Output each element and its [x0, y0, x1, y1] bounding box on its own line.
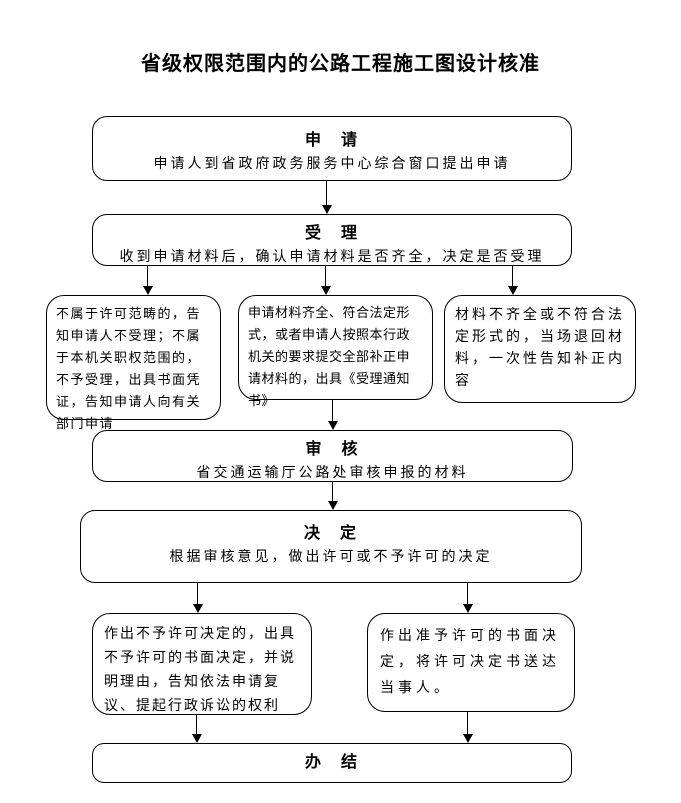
arrow-accept-to-branch-right [508, 266, 518, 295]
node-branch-not-accepted-body: 不属于许可范畴的，告知申请人不受理；不属于本机关职权范围的，不予受理，出具书面凭… [56, 307, 202, 432]
arrowhead-down-icon [463, 734, 473, 743]
arrow-line [326, 181, 328, 207]
node-apply-header: 申 请 [304, 130, 359, 149]
node-grant-decision-body: 作出准予许可的书面决定，将许可决定书送达当事人。 [380, 628, 560, 696]
arrow-line [147, 266, 149, 288]
node-branch-accepted-body: 申请材料齐全、符合法定形式，或者申请人按照本行政机关的要求提交全部补正申请材料的… [248, 306, 411, 409]
arrowhead-down-icon [143, 286, 153, 295]
arrowhead-down-icon [322, 205, 332, 214]
node-review-header: 审 核 [305, 439, 360, 458]
arrow-grant-to-finish [463, 712, 473, 743]
arrow-decide-to-deny [193, 583, 203, 613]
arrowhead-down-icon [328, 421, 338, 430]
node-branch-incomplete-materials-body: 材料不齐全或不符合法定形式的，当场退回材料，一次性告知补正内容 [455, 307, 625, 389]
node-decide-header: 决 定 [303, 523, 358, 542]
arrowhead-down-icon [192, 734, 202, 743]
arrowhead-down-icon [193, 604, 203, 613]
node-accept-body: 收到申请材料后，确认申请材料是否齐全，决定是否受理 [119, 249, 545, 265]
node-review-body: 省交通运输厅公路处审核申报的材料 [196, 465, 469, 481]
arrow-review-to-decide [328, 482, 338, 510]
node-grant-decision: 作出准予许可的书面决定，将许可决定书送达当事人。 [367, 613, 575, 712]
arrowhead-down-icon [508, 286, 518, 295]
arrow-apply-to-accept [322, 181, 332, 214]
arrowhead-down-icon [321, 286, 331, 295]
arrow-accept-to-branch-left [143, 266, 153, 295]
node-deny-decision: 作出不予许可决定的，出具不予许可的书面决定，并说明理由，告知依法申请复议、提起行… [92, 613, 312, 715]
node-apply-body: 申请人到省政府政务服务中心综合窗口提出申请 [153, 156, 511, 172]
arrowhead-down-icon [463, 604, 473, 613]
arrowhead-down-icon [328, 501, 338, 510]
arrow-deny-to-finish [192, 715, 202, 743]
node-accept-header: 受 理 [304, 223, 359, 242]
arrow-line [467, 712, 469, 736]
arrow-line [467, 583, 469, 606]
arrow-line [197, 583, 199, 606]
arrow-line [325, 266, 327, 288]
node-deny-decision-body: 作出不予许可决定的，出具不予许可的书面决定，并说明理由，告知依法申请复议、提起行… [104, 626, 296, 714]
arrow-branch-middle-to-review [328, 400, 338, 430]
node-decide: 决 定 根据审核意见，做出许可或不予许可的决定 [80, 510, 582, 583]
node-branch-not-accepted: 不属于许可范畴的，告知申请人不受理；不属于本机关职权范围的，不予受理，出具书面凭… [46, 295, 221, 432]
node-branch-accepted: 申请材料齐全、符合法定形式，或者申请人按照本行政机关的要求提交全部补正申请材料的… [238, 295, 433, 409]
node-apply: 申 请 申请人到省政府政务服务中心综合窗口提出申请 [92, 116, 572, 181]
node-decide-body: 根据审核意见，做出许可或不予许可的决定 [169, 549, 493, 565]
arrow-line [332, 400, 334, 423]
arrow-line [512, 266, 514, 288]
arrow-line [332, 482, 334, 503]
arrow-decide-to-grant [463, 583, 473, 613]
node-finish-header: 办 结 [304, 752, 359, 771]
node-review: 审 核 省交通运输厅公路处审核申报的材料 [92, 430, 573, 482]
flowchart-title: 省级权限范围内的公路工程施工图设计核准 [141, 51, 540, 75]
arrow-accept-to-branch-middle [321, 266, 331, 295]
arrow-line [196, 715, 198, 736]
node-accept: 受 理 收到申请材料后，确认申请材料是否齐全，决定是否受理 [92, 214, 572, 266]
node-finish: 办 结 [92, 743, 572, 783]
node-branch-incomplete-materials: 材料不齐全或不符合法定形式的，当场退回材料，一次性告知补正内容 [444, 295, 636, 403]
